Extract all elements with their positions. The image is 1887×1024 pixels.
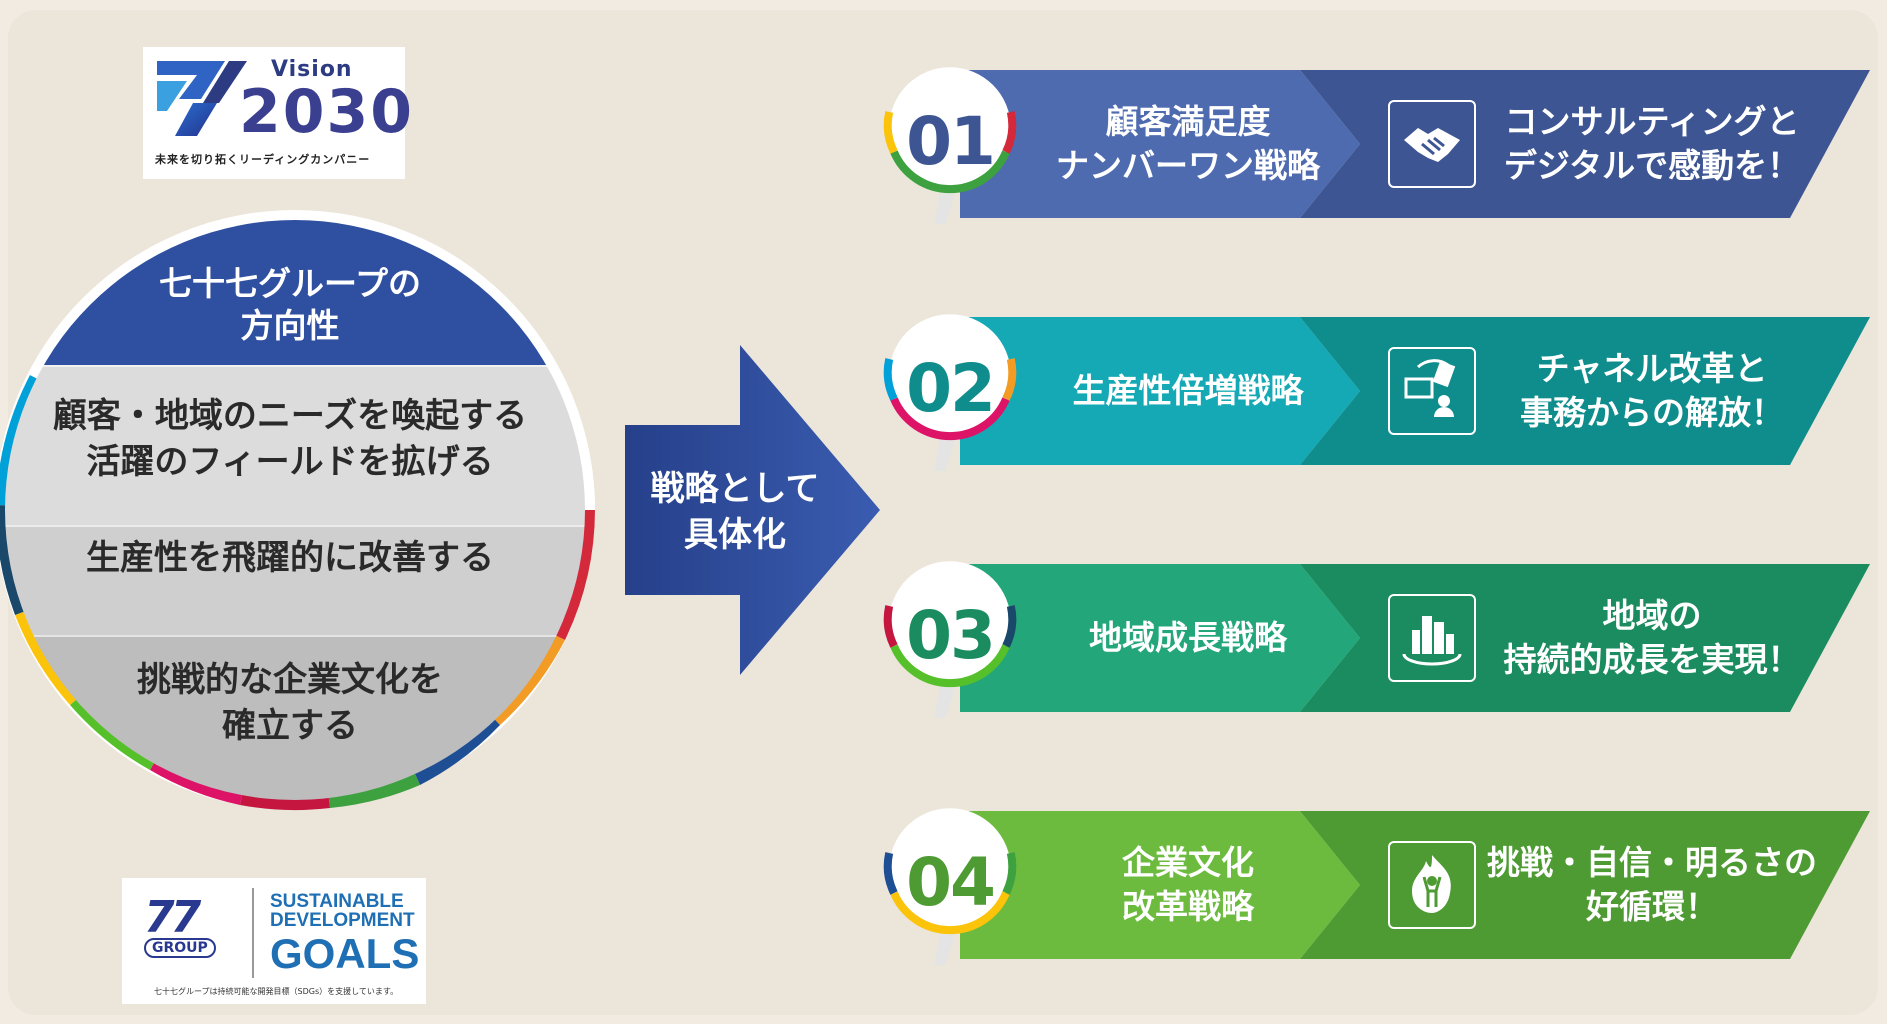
- strategy-number: 04: [906, 844, 996, 921]
- direction-item-1: 顧客・地域のニーズを喚起する 活躍のフィールドを拡げる: [10, 393, 570, 485]
- direction-line: 生産性を飛躍的に改善する: [86, 538, 494, 578]
- strategy-name-line: 生産性倍増戦略: [1072, 371, 1304, 410]
- circle-title-line: 方向性: [240, 306, 340, 345]
- group-77-mark: 77: [144, 892, 201, 943]
- number-badge: [883, 561, 1017, 718]
- sdg-line: DEVELOPMENT: [270, 910, 415, 931]
- strategy-number: 01: [906, 103, 996, 180]
- vision-year: 2030: [239, 77, 414, 147]
- strategy-name-line: 地域成長戦略: [1089, 618, 1287, 657]
- direction-line: 顧客・地域のニーズを喚起する: [52, 396, 528, 436]
- arrow-line: 具体化: [684, 515, 786, 555]
- number-badge: [883, 808, 1017, 965]
- sdg-goals: GOALS: [270, 930, 420, 977]
- concretize-arrow-label: 戦略として 具体化: [630, 466, 840, 558]
- group-label: GROUP: [144, 938, 216, 958]
- slogan-line: 持続的成長を実現！: [1503, 640, 1801, 679]
- slogan-line: 挑戦・自信・明るさの: [1487, 843, 1817, 882]
- slogan-line: デジタルで感動を！: [1503, 146, 1801, 185]
- strategy-slogan: 挑戦・自信・明るさの 好循環！: [1482, 841, 1822, 929]
- strategy-name-line: ナンバーワン戦略: [1056, 146, 1320, 185]
- concretize-arrow: [625, 345, 880, 675]
- strategy-number: 03: [906, 597, 996, 674]
- vision-tagline: 未来を切り拓くリーディングカンパニー: [155, 153, 371, 166]
- slogan-line: チャネル改革と: [1536, 349, 1768, 388]
- arrow-line: 戦略として: [650, 469, 820, 509]
- slogan-line: 好循環！: [1586, 887, 1718, 926]
- direction-item-3: 挑戦的な企業文化を 確立する: [10, 657, 570, 749]
- vision-word: Vision: [271, 57, 353, 82]
- circle-title: 七十七グループの 方向性: [10, 263, 570, 347]
- strategy-name-line: 企業文化: [1122, 843, 1254, 882]
- slogan-line: コンサルティングと: [1504, 102, 1800, 141]
- slogan-line: 事務からの解放！: [1520, 393, 1784, 432]
- strategy-number: 02: [906, 350, 996, 427]
- number-badge: [883, 314, 1017, 471]
- circle-title-line: 七十七グループの: [158, 264, 422, 303]
- direction-line: 挑戦的な企業文化を: [137, 660, 443, 700]
- direction-circle: 七十七グループの 方向性 顧客・地域のニーズを喚起する 活躍のフィールドを拡げる…: [0, 205, 600, 815]
- strategy-slogan: 地域の 持続的成長を実現！: [1482, 594, 1822, 682]
- fire-person-icon: [1388, 841, 1476, 929]
- sdg-line: SUSTAINABLE: [270, 891, 404, 912]
- strategy-slogan: チャネル改革と 事務からの解放！: [1482, 347, 1822, 435]
- sdg-caption: 七十七グループは持続可能な開発目標（SDGs）を支援しています。: [154, 987, 399, 996]
- handshake-icon: [1388, 100, 1476, 188]
- slogan-line: 地域の: [1602, 596, 1702, 635]
- strategy-name: 企業文化 改革戦略: [1038, 841, 1338, 929]
- strategy-slogan: コンサルティングと デジタルで感動を！: [1482, 100, 1822, 188]
- sdgs-logo: 77 GROUP SUSTAINABLE DEVELOPMENT GOALS 七…: [122, 878, 426, 1004]
- direction-line: 活躍のフィールドを拡げる: [86, 442, 494, 482]
- strategy-row-01: 01 顧客満足度 ナンバーワン戦略 コンサルティングと デジタルで感動を！: [860, 62, 1880, 232]
- strategy-name: 地域成長戦略: [1038, 616, 1338, 660]
- vision-2030-logo: Vision 2030 未来を切り拓くリーディングカンパニー: [143, 47, 412, 179]
- strategy-row-03: 03 地域成長戦略 地域の 持続的成長を実現！: [860, 556, 1880, 726]
- strategy-name-line: 顧客満足度: [1105, 102, 1271, 141]
- strategy-name: 顧客満足度 ナンバーワン戦略: [1038, 100, 1338, 188]
- strategy-name: 生産性倍増戦略: [1038, 369, 1338, 413]
- number-badge: [883, 67, 1017, 224]
- channel-reform-icon: [1388, 347, 1476, 435]
- strategy-row-02: 02 生産性倍増戦略 チャネル改革と 事務からの解放！: [860, 309, 1880, 479]
- strategy-row-04: 04 企業文化 改革戦略 挑戦・自信・明るさの 好循環！: [860, 803, 1880, 973]
- vision-chevron-icon: [157, 61, 247, 136]
- direction-line: 確立する: [222, 706, 358, 746]
- direction-item-2: 生産性を飛躍的に改善する: [10, 535, 570, 581]
- logo-divider: [252, 888, 254, 978]
- strategy-name-line: 改革戦略: [1122, 887, 1254, 926]
- sdg-heading: SUSTAINABLE DEVELOPMENT: [270, 892, 415, 930]
- city-growth-icon: [1388, 594, 1476, 682]
